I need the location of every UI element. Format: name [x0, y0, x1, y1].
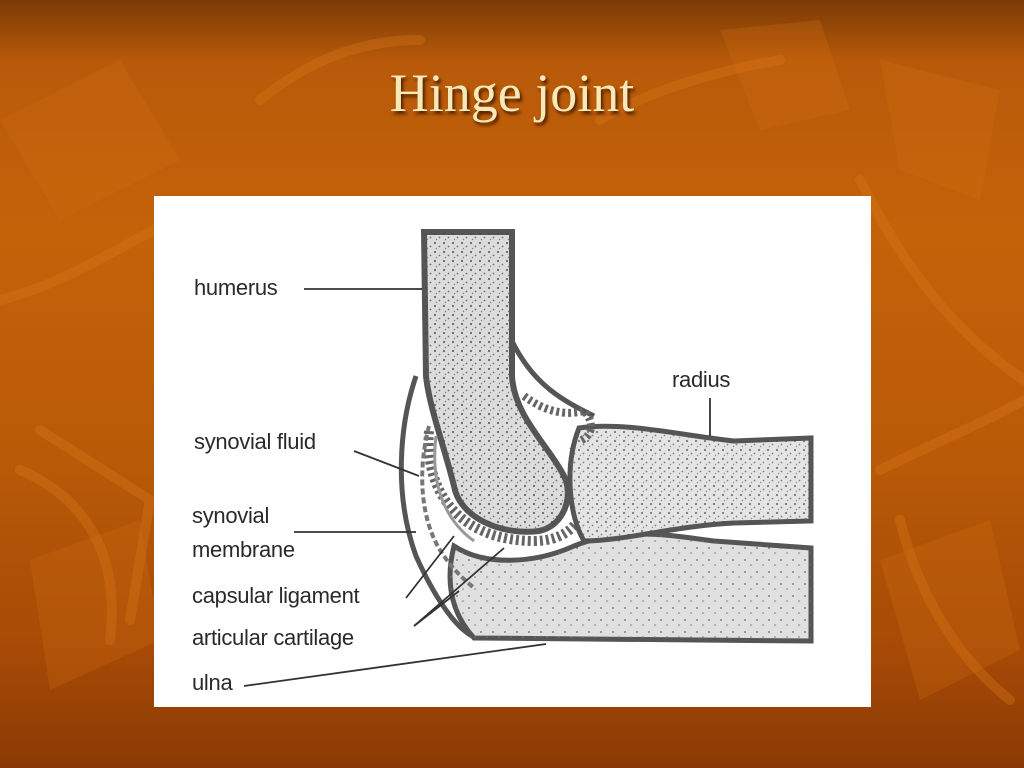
elbow-joint-illustration	[243, 229, 814, 687]
label-synovial-membrane-line1: synovial	[192, 503, 270, 528]
leader-ulna	[243, 643, 547, 687]
synovial-fluid-cavity	[433, 435, 475, 543]
label-ulna: ulna	[192, 670, 233, 695]
humerus-bone	[420, 229, 571, 535]
label-synovial-fluid: synovial fluid	[194, 429, 316, 454]
leader-articular-cartilage-2	[413, 547, 505, 627]
synovial-membrane-outline	[420, 425, 476, 590]
radius-bone	[567, 423, 814, 544]
ulna-bone	[447, 531, 814, 644]
label-synovial-membrane-line2: membrane	[192, 537, 295, 562]
label-humerus: humerus	[194, 275, 278, 300]
hinge-joint-diagram: humerus radius synovial fluid synovial m…	[154, 196, 871, 707]
capsular-ligament-outline	[398, 375, 474, 639]
articular-cartilage-humerus	[423, 430, 591, 547]
slide-title: Hinge joint	[389, 63, 635, 123]
radial-head-cartilage	[521, 392, 595, 445]
capsule-top	[509, 339, 596, 419]
leader-synovial-fluid	[353, 450, 420, 477]
label-radius: radius	[672, 367, 731, 392]
label-capsular-ligament: capsular ligament	[192, 583, 360, 608]
label-articular-cartilage: articular cartilage	[192, 625, 354, 650]
leader-capsular-ligament	[405, 535, 455, 599]
